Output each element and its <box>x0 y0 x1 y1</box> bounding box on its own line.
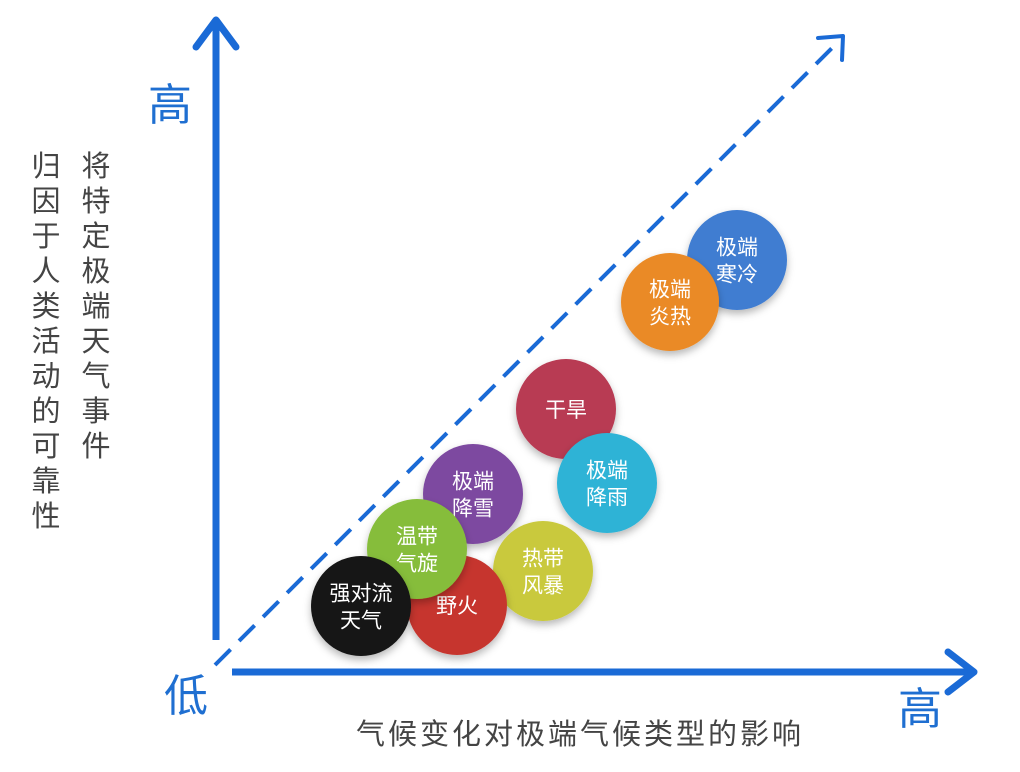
y-caption-col1-char: 件 <box>81 429 110 463</box>
bubble-label-cyclone: 风暴 <box>522 574 564 598</box>
bubble-label-extratrop: 气旋 <box>396 552 438 576</box>
y-caption-col2-char: 人 <box>31 254 60 288</box>
diagonal-arrowhead <box>816 34 845 62</box>
bubble-label-extratrop: 温带 <box>396 525 438 549</box>
y-caption-col2-char: 可 <box>31 429 60 463</box>
origin-low-label: 低 <box>164 671 208 722</box>
y-caption-col2-char: 活 <box>31 324 60 358</box>
bubble-label-drought: 干旱 <box>545 398 587 422</box>
y-caption-col1-char: 气 <box>81 359 110 393</box>
y-caption-col1-char: 事 <box>81 394 110 428</box>
y-axis-high-label: 高 <box>148 80 192 131</box>
bubble-circle-convection <box>311 556 411 656</box>
y-caption-col2-char: 类 <box>31 289 60 323</box>
y-caption-col2-char: 靠 <box>31 464 60 498</box>
y-caption-col2-char: 于 <box>31 219 60 253</box>
y-caption-col2-char: 动 <box>31 359 60 393</box>
bubble-label-cyclone: 热带 <box>522 547 564 571</box>
bubble-label-wildfire: 野火 <box>436 594 478 618</box>
y-caption-col2-char: 因 <box>31 184 60 218</box>
diagonal-dashed-line <box>213 40 840 667</box>
bubble-label-rain: 极端 <box>586 459 628 483</box>
y-axis-arrowhead <box>192 16 240 51</box>
bubble-label-snow: 极端 <box>452 470 494 494</box>
y-caption-col1-char: 极 <box>81 254 110 288</box>
diagonal-dashed-arrow <box>213 34 845 667</box>
bubble-circle-drought <box>516 359 616 459</box>
bubble-label-cold: 寒冷 <box>716 263 758 287</box>
bubble-label-heat: 炎热 <box>649 305 691 329</box>
y-caption-col1-char: 天 <box>81 324 110 358</box>
y-caption-col2-char: 归 <box>31 149 60 183</box>
bubble-label-rain: 降雨 <box>586 486 628 510</box>
bubble-circle-cyclone <box>493 521 593 621</box>
bubble-label-heat: 极端 <box>649 278 691 302</box>
bubble-label-convection: 天气 <box>340 609 382 633</box>
y-caption-col2-char: 的 <box>31 394 60 428</box>
bubble-circle-heat <box>621 253 719 351</box>
bubble-label-convection: 强对流 <box>330 582 393 606</box>
x-axis <box>232 648 978 696</box>
x-axis-high-label: 高 <box>898 684 942 735</box>
bubble-label-snow: 降雪 <box>452 497 494 521</box>
bubble-circle-rain <box>557 433 657 533</box>
y-caption-col2-char: 性 <box>31 499 60 533</box>
y-caption-col1-char: 端 <box>81 289 110 323</box>
bubble-label-cold: 极端 <box>716 236 758 260</box>
y-caption-col1-char: 特 <box>81 184 110 218</box>
bubble-drought: 干旱 <box>516 359 616 459</box>
y-caption-col1-char: 定 <box>81 219 110 253</box>
y-caption-col1-char: 将 <box>81 149 110 183</box>
x-axis-caption: 气候变化对极端气候类型的影响 <box>356 717 804 751</box>
y-axis <box>192 16 240 640</box>
x-axis-arrowhead <box>944 648 978 696</box>
